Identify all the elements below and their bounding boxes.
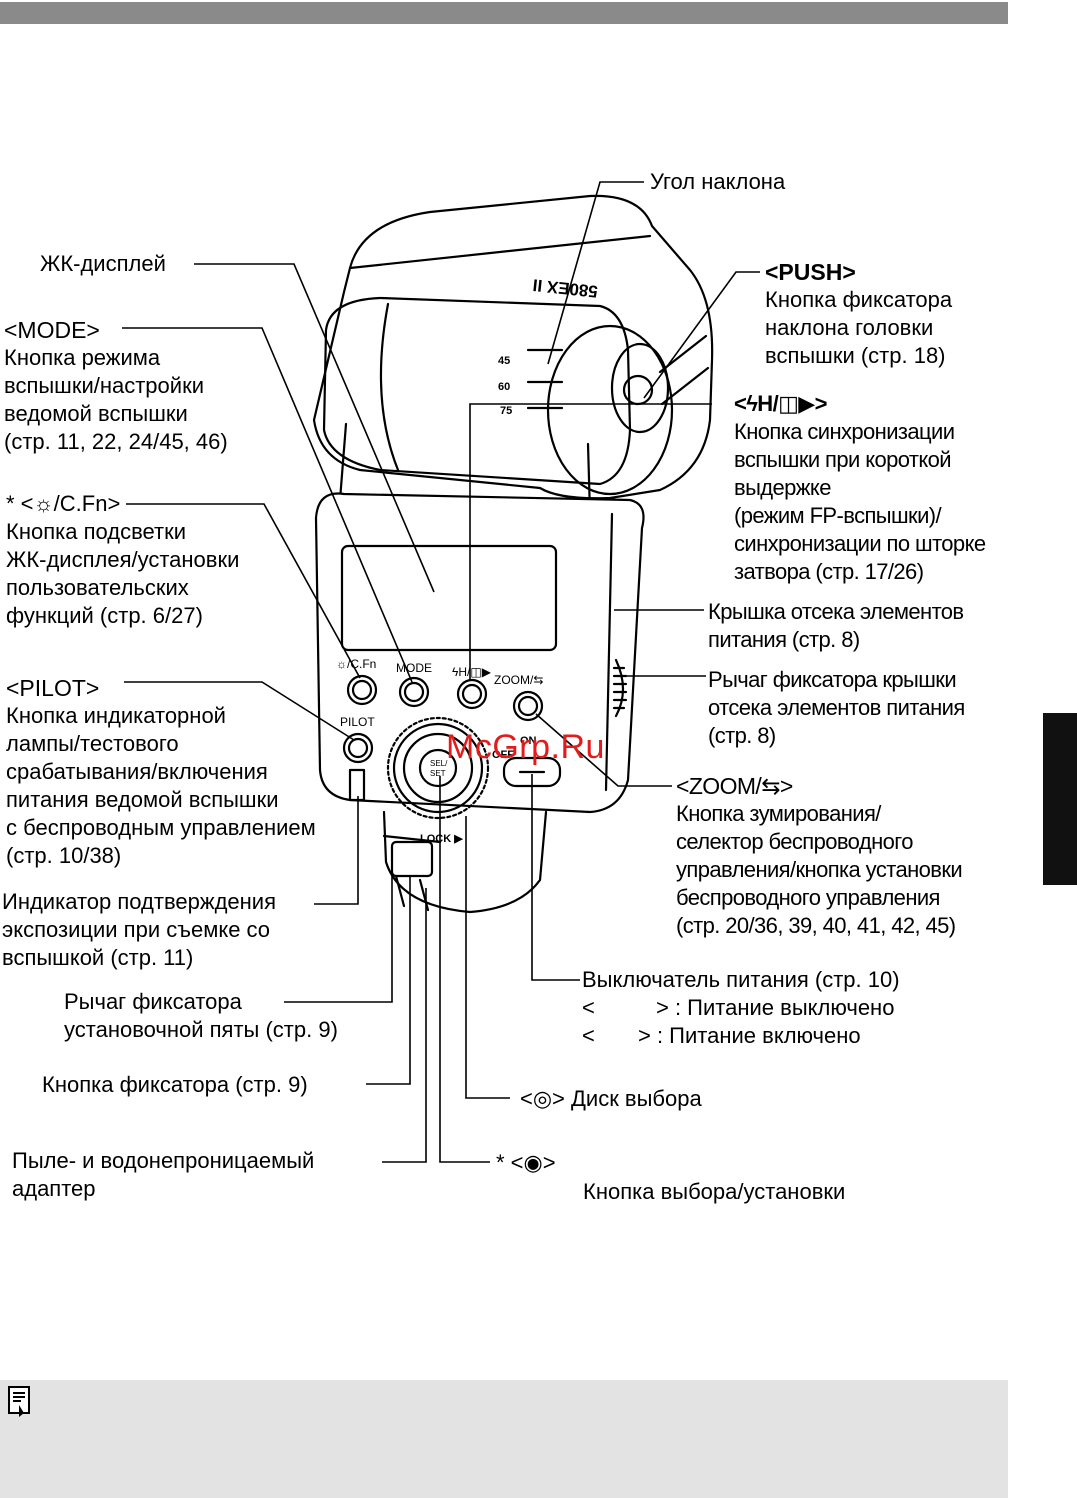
label-battery-lever: Рычаг фиксатора крышки отсека элементов … [708, 666, 965, 750]
label-zoom-line: (стр. 20/36, 39, 40, 41, 42, 45) [676, 913, 956, 938]
label-pilot-line: срабатывания/включения [6, 759, 268, 784]
label-cfn-line: ЖК-дисплея/установки [6, 547, 240, 572]
label-foot-lever: Рычаг фиксатора установочной пяты (стр. … [64, 988, 338, 1044]
label-fp-sync: <ϟH/◫▶> Кнопка синхронизации вспышки при… [734, 390, 986, 586]
watermark: McGrp.Ru [446, 728, 605, 766]
svg-text:45: 45 [498, 355, 510, 367]
label-mode-title: <MODE> [4, 317, 100, 343]
label-fp-title: <ϟH/◫▶> [734, 391, 827, 416]
label-push-line: вспышки (стр. 18) [765, 343, 946, 368]
label-selset-desc: Кнопка выбора/установки [583, 1179, 846, 1204]
label-cfn: * <☼/C.Fn> Кнопка подсветки ЖК-дисплея/у… [6, 490, 239, 630]
label-fp-line: синхронизации по шторке [734, 531, 986, 556]
label-adapter-line: Пыле- и водонепроницаемый [12, 1148, 315, 1173]
label-cfn-line: Кнопка подсветки [6, 519, 187, 544]
label-pilot-line: питания ведомой вспышки [6, 787, 279, 812]
svg-text:LOCK ▶: LOCK ▶ [420, 833, 463, 845]
label-battery-lever-line: (стр. 8) [708, 723, 776, 748]
label-battery-cover: Крышка отсека элементов питания (стр. 8) [708, 598, 964, 654]
label-cfn-line: функций (стр. 6/27) [6, 603, 203, 628]
label-battery-cover-line: питания (стр. 8) [708, 627, 860, 652]
label-mode-line: вспышки/настройки [4, 373, 204, 398]
power-on-symbol: < [582, 1023, 595, 1048]
label-zoom-title: <ZOOM/⇆> [676, 773, 793, 799]
label-pilot-line: Кнопка индикаторной [6, 703, 226, 728]
label-fp-line: Кнопка синхронизации [734, 419, 955, 444]
label-battery-lever-line: отсека элементов питания [708, 695, 965, 720]
label-mode-line: (стр. 11, 22, 24/45, 46) [4, 429, 228, 454]
header-bar [0, 2, 1008, 24]
power-on-text: > : Питание включено [638, 1023, 861, 1048]
label-adapter-line: адаптер [12, 1176, 96, 1201]
label-push-line: наклона головки [765, 315, 934, 340]
label-power-off: < > : Питание выключено [582, 994, 900, 1022]
label-fp-line: выдержке [734, 475, 831, 500]
svg-text:SET: SET [430, 769, 446, 778]
label-fp-line: (режим FP-вспышки)/ [734, 503, 942, 528]
chapter-tab [1043, 713, 1077, 885]
label-cfn-line: пользовательских [6, 575, 189, 600]
label-push-title: <PUSH> [765, 259, 856, 285]
label-pilot-title: <PILOT> [6, 675, 100, 701]
svg-text:PILOT: PILOT [340, 715, 375, 729]
svg-text:MODE: MODE [396, 661, 432, 675]
label-power-on: < > : Питание включено [582, 1022, 900, 1050]
label-mode-line: Кнопка режима [4, 345, 161, 370]
power-off-symbol: < [582, 995, 595, 1020]
label-fp-line: вспышки при короткой [734, 447, 952, 472]
svg-text:75: 75 [500, 405, 512, 417]
label-foot-lever-line: Рычаг фиксатора [64, 989, 242, 1014]
label-mode-line: ведомой вспышки [4, 401, 188, 426]
label-exposure-line: вспышкой (стр. 11) [2, 945, 194, 970]
label-cfn-title: * <☼/C.Fn> [6, 491, 121, 516]
svg-text:☼/C.Fn: ☼/C.Fn [336, 657, 376, 671]
label-exposure-line: Индикатор подтверждения [2, 889, 276, 914]
svg-text:OFF: OFF [492, 749, 514, 761]
label-lock-button: Кнопка фиксатора (стр. 9) [42, 1072, 308, 1097]
label-push-line: Кнопка фиксатора [765, 287, 953, 312]
label-zoom-line: селектор беспроводного [676, 829, 913, 854]
label-zoom-line: беспроводного управления [676, 885, 940, 910]
label-battery-lever-line: Рычаг фиксатора крышки [708, 667, 957, 692]
label-fp-line: затвора (стр. 17/26) [734, 559, 924, 584]
label-push: <PUSH> Кнопка фиксатора наклона головки … [765, 258, 952, 370]
label-foot-lever-line: установочной пяты (стр. 9) [64, 1017, 338, 1042]
power-off-text: > : Питание выключено [656, 995, 895, 1020]
label-pilot: <PILOT> Кнопка индикаторной лампы/тестов… [6, 674, 316, 870]
label-pilot-line: лампы/тестового [6, 731, 179, 756]
label-power-title: Выключатель питания (стр. 10) [582, 967, 900, 992]
note-panel [0, 1380, 1008, 1498]
svg-text:ZOOM/⇆: ZOOM/⇆ [494, 673, 543, 687]
label-pilot-line: (стр. 10/38) [6, 843, 122, 868]
svg-text:60: 60 [498, 381, 510, 393]
memo-icon [8, 1386, 30, 1417]
label-zoom: <ZOOM/⇆> Кнопка зумирования/ селектор бе… [676, 772, 963, 940]
label-lcd: ЖК-дисплей [40, 251, 166, 276]
label-mode: <MODE> Кнопка режима вспышки/настройки в… [4, 316, 228, 456]
svg-text:ON: ON [520, 735, 537, 747]
svg-text:SEL/: SEL/ [430, 759, 448, 768]
label-pilot-line: с беспроводным управлением [6, 815, 316, 840]
svg-text:ϟH/◫▶: ϟH/◫▶ [452, 665, 492, 679]
label-zoom-line: Кнопка зумирования/ [676, 801, 881, 826]
label-dial: <◎> Диск выбора [520, 1086, 702, 1111]
label-tilt-angle: Угол наклона [650, 169, 786, 194]
label-adapter: Пыле- и водонепроницаемый адаптер [12, 1147, 314, 1203]
label-selset-title: * <◉> [496, 1150, 556, 1175]
label-zoom-line: управления/кнопка установки [676, 857, 963, 882]
label-exposure-indicator: Индикатор подтверждения экспозиции при с… [2, 888, 276, 972]
label-exposure-line: экспозиции при съемке со [2, 917, 271, 942]
label-power-switch: Выключатель питания (стр. 10) < > : Питан… [582, 966, 900, 1050]
label-battery-cover-line: Крышка отсека элементов [708, 599, 964, 624]
